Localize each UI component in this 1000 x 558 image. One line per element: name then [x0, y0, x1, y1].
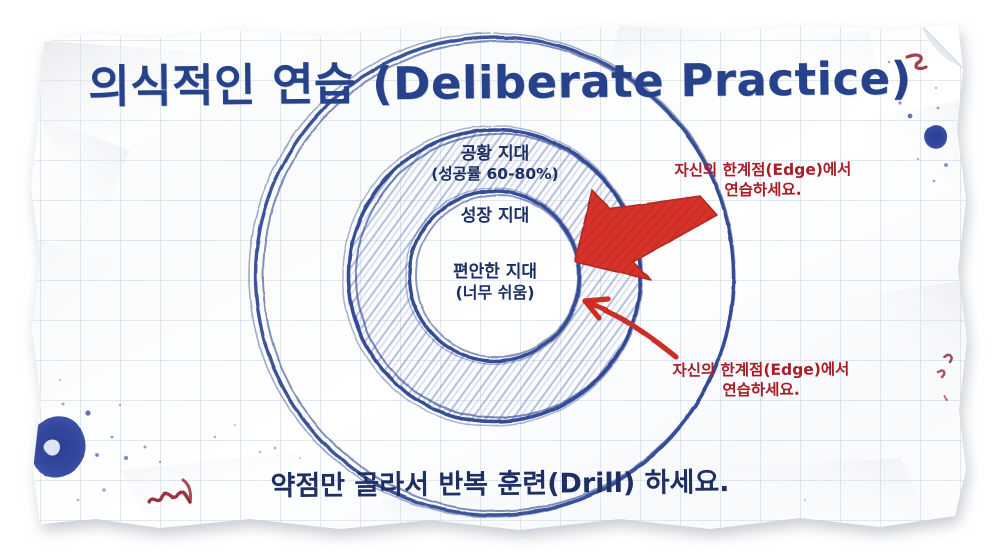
thin-red-arrow-icon	[582, 296, 679, 360]
inner-circle	[404, 187, 583, 365]
growth-zone-hatching	[330, 110, 670, 450]
paper-creases	[33, 24, 965, 530]
thick-red-arrow-icon	[574, 189, 718, 281]
ink-blots	[31, 60, 948, 502]
middle-circle	[341, 125, 644, 427]
concentric-zone-diagram	[248, 32, 736, 518]
outer-circle	[248, 32, 736, 518]
red-scribble-marks	[147, 53, 953, 504]
corner-curl-top-right	[919, 24, 964, 69]
